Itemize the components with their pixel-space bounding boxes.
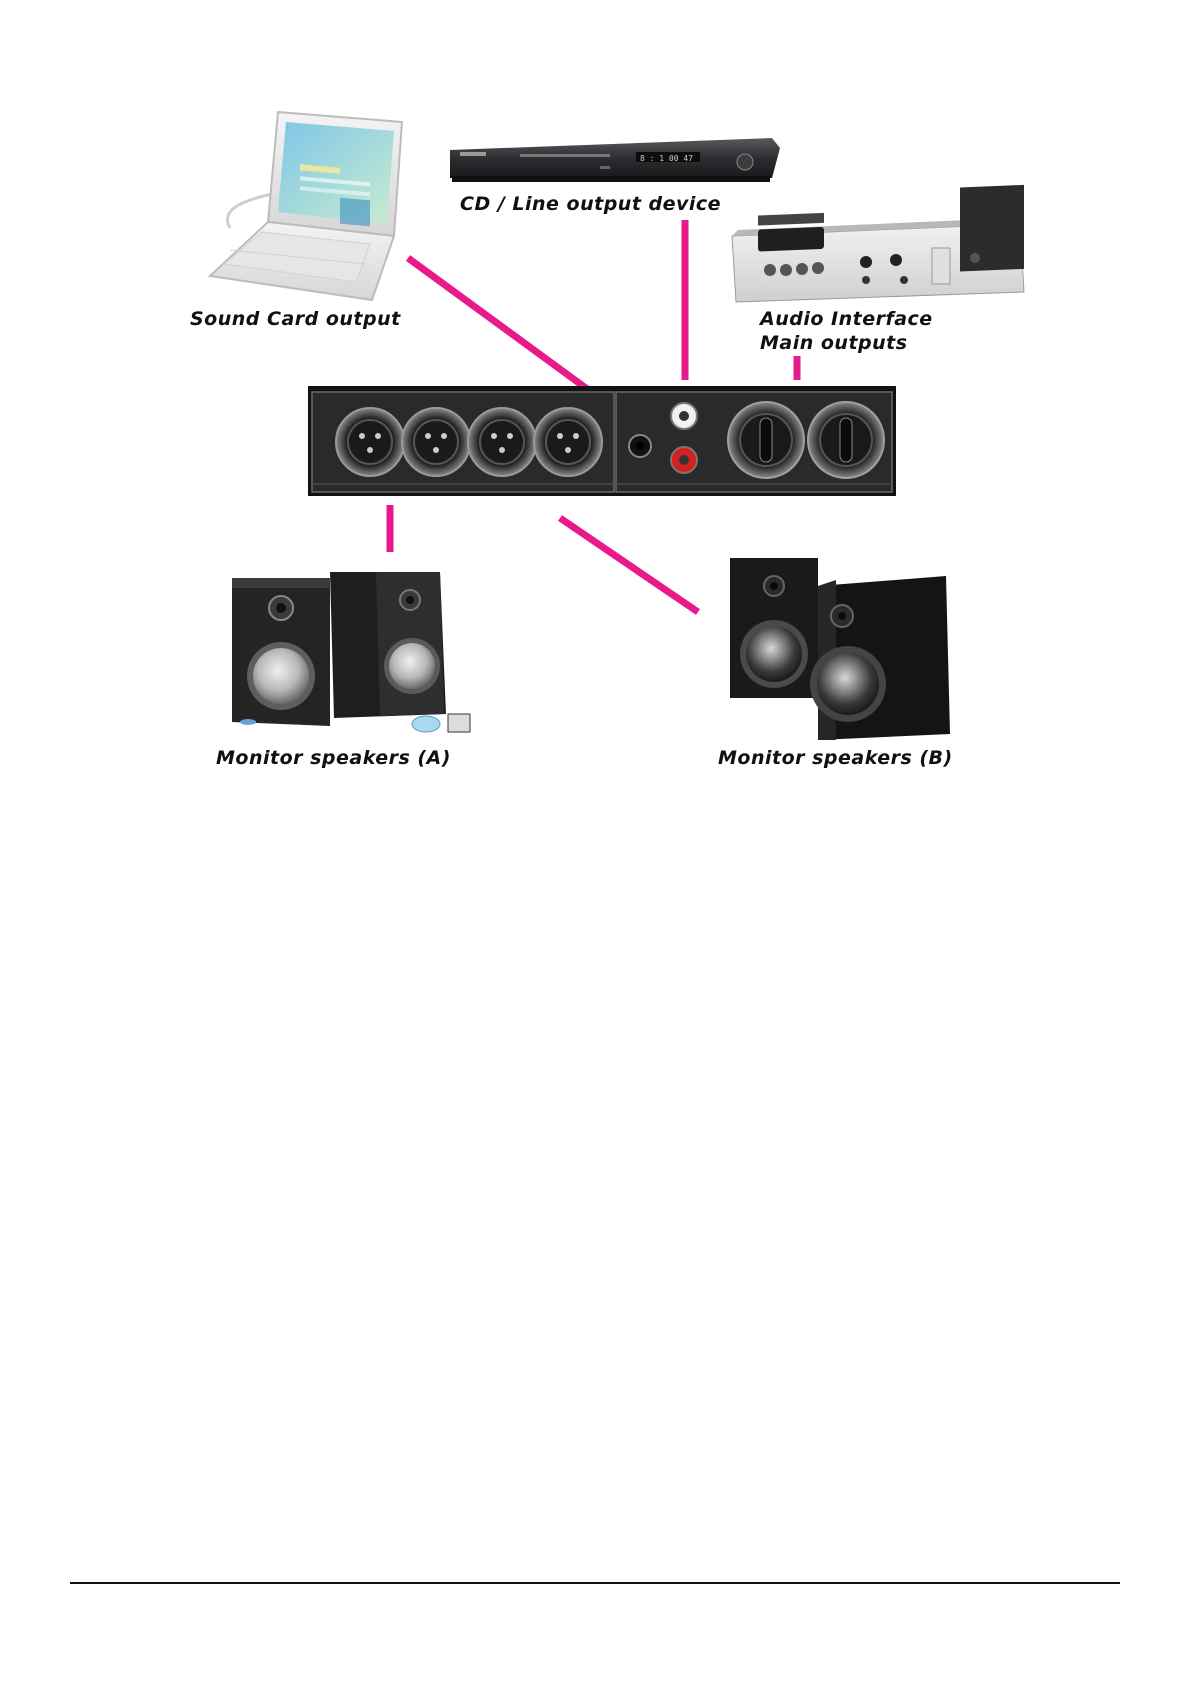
label-monitor-speakers-b: Monitor speakers (B) [718,746,953,770]
footer-rule [70,1582,1120,1584]
monitor-controller-icon [308,386,896,496]
label-sound-card-output: Sound Card output [190,307,401,331]
audio-interface-icon [732,185,1024,302]
label-main-outputs: Main outputs [760,331,908,355]
cable-sound-card [408,258,605,402]
label-cd-line-output-device: CD / Line output device [460,192,721,216]
laptop-icon [210,112,402,300]
cable-monitor-b [560,518,698,612]
cd-player-icon: 8 : 1 00 47 [450,138,780,182]
label-monitor-speakers-a: Monitor speakers (A) [216,746,451,770]
speaker-pair-a-icon [232,572,470,732]
svg-text:8 : 1 00 47: 8 : 1 00 47 [640,154,693,163]
label-audio-interface: Audio Interface [760,307,933,331]
speaker-pair-b-icon [730,558,950,740]
